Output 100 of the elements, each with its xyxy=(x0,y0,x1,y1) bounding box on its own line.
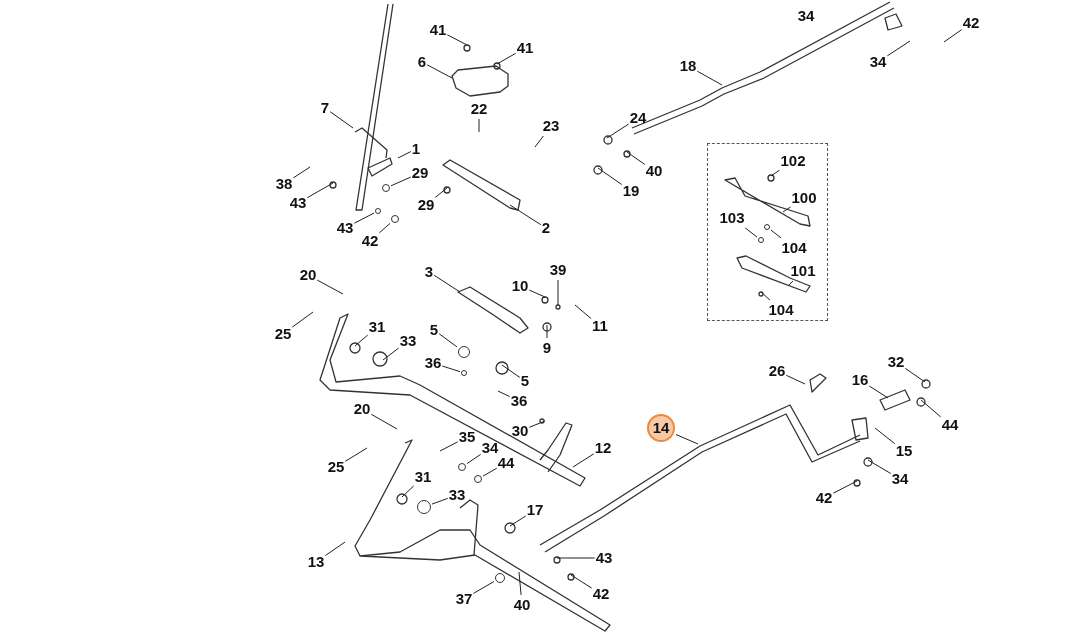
highlighted-callout-number: 14 xyxy=(647,414,675,442)
callout-number: 10 xyxy=(511,277,529,295)
leader-line xyxy=(353,212,375,224)
leader-line xyxy=(675,434,699,445)
callout-number: 36 xyxy=(424,354,442,372)
callout-number: 34 xyxy=(891,470,909,488)
leader-line xyxy=(434,187,448,198)
leader-line xyxy=(557,279,559,306)
leader-line xyxy=(438,333,458,348)
callout-number: 102 xyxy=(780,152,806,170)
leader-line xyxy=(904,367,926,383)
callout-number: 33 xyxy=(448,486,466,504)
callout-number: 30 xyxy=(511,422,529,440)
leader-line xyxy=(518,571,522,596)
callout-number: 9 xyxy=(542,339,552,357)
inset-frame xyxy=(707,143,828,321)
callout-number: 41 xyxy=(516,39,534,57)
leader-line xyxy=(446,34,468,46)
callout-number: 32 xyxy=(887,353,905,371)
callout-number: 39 xyxy=(549,261,567,279)
leader-line xyxy=(441,365,461,373)
callout-number: 7 xyxy=(320,99,330,117)
leader-line xyxy=(570,574,593,589)
leader-line xyxy=(478,118,480,133)
leader-line xyxy=(354,334,369,347)
leader-line xyxy=(788,280,794,286)
leader-line xyxy=(509,204,542,226)
callout-number: 31 xyxy=(414,468,432,486)
callout-number: 42 xyxy=(592,585,610,603)
callout-number: 18 xyxy=(679,57,697,75)
callout-number: 40 xyxy=(645,162,663,180)
leader-line xyxy=(534,135,544,148)
callout-number: 43 xyxy=(595,549,613,567)
callout-number: 101 xyxy=(790,262,816,280)
leader-line xyxy=(546,324,548,339)
callout-number: 31 xyxy=(368,318,386,336)
leader-line xyxy=(316,279,344,295)
callout-number: 20 xyxy=(353,400,371,418)
callout-number: 33 xyxy=(399,332,417,350)
callout-number: 29 xyxy=(411,164,429,182)
callout-number: 42 xyxy=(815,489,833,507)
callout-number: 23 xyxy=(542,117,560,135)
callout-number: 29 xyxy=(417,196,435,214)
leader-line xyxy=(344,447,368,462)
leader-line xyxy=(606,123,630,139)
callout-number: 42 xyxy=(962,14,980,32)
leader-line xyxy=(426,64,453,79)
callout-number: 1 xyxy=(411,140,421,158)
callout-number: 34 xyxy=(481,439,499,457)
callout-number: 19 xyxy=(622,182,640,200)
callout-number: 36 xyxy=(510,392,528,410)
callout-number: 25 xyxy=(327,458,345,476)
callout-number: 34 xyxy=(869,53,887,71)
leader-line xyxy=(597,167,623,185)
leader-line xyxy=(329,111,354,129)
callout-number: 34 xyxy=(797,7,815,25)
callout-number: 2 xyxy=(541,219,551,237)
callout-number: 104 xyxy=(768,301,794,319)
callout-number: 43 xyxy=(336,219,354,237)
leader-line xyxy=(874,427,896,445)
leader-line xyxy=(431,497,449,505)
leader-line xyxy=(397,151,412,159)
leader-line xyxy=(528,420,546,428)
callout-number: 3 xyxy=(424,263,434,281)
callout-number: 6 xyxy=(417,53,427,71)
callout-number: 26 xyxy=(768,362,786,380)
callout-number: 24 xyxy=(629,109,647,127)
leader-line xyxy=(496,52,517,65)
callout-number: 43 xyxy=(289,194,307,212)
callout-number: 41 xyxy=(429,21,447,39)
callout-number: 20 xyxy=(299,266,317,284)
callout-number: 37 xyxy=(455,590,473,608)
leader-line xyxy=(382,347,400,361)
leader-line xyxy=(572,453,595,468)
callout-number: 40 xyxy=(513,596,531,614)
callout-number: 100 xyxy=(791,189,817,207)
leader-line xyxy=(556,557,596,559)
leader-line xyxy=(472,581,495,594)
leader-line xyxy=(528,289,546,298)
leader-line xyxy=(433,274,461,293)
leader-line xyxy=(292,166,311,179)
callout-number: 15 xyxy=(895,442,913,460)
callout-number: 5 xyxy=(520,372,530,390)
callout-number: 25 xyxy=(274,325,292,343)
leader-line xyxy=(785,374,806,385)
leader-line xyxy=(306,182,334,199)
callout-number: 11 xyxy=(592,317,608,335)
callout-number: 44 xyxy=(941,416,959,434)
leader-line xyxy=(943,29,963,43)
leader-line xyxy=(760,291,771,301)
leader-line xyxy=(497,390,511,398)
leader-line xyxy=(509,515,527,527)
callout-number: 13 xyxy=(307,553,325,571)
leader-line xyxy=(324,541,346,557)
callout-number: 44 xyxy=(497,454,515,472)
callout-number: 22 xyxy=(470,100,488,118)
leader-line xyxy=(744,227,758,238)
leader-line xyxy=(574,304,592,319)
leader-line xyxy=(439,441,459,452)
leader-line xyxy=(886,40,911,57)
